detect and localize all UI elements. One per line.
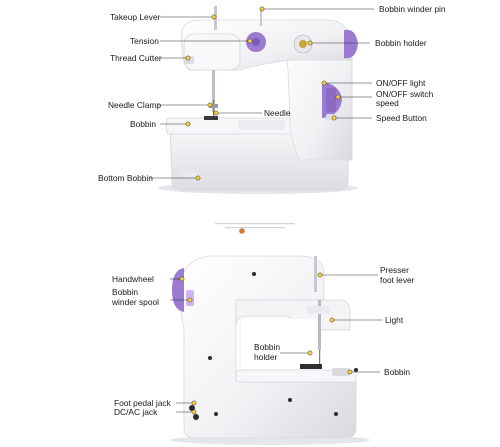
bottom-handwheel bbox=[172, 268, 184, 312]
top-machine-illustration bbox=[158, 6, 358, 194]
label-on-off-light: ON/OFF light bbox=[376, 78, 426, 88]
label-presser-foot-lever-2: foot lever bbox=[380, 275, 415, 285]
label-dc-ac-jack: DC/AC jack bbox=[114, 407, 158, 417]
top-right-callouts bbox=[259, 6, 374, 121]
label-bobbin: Bobbin bbox=[130, 119, 156, 129]
label-on-off-switch-1: ON/OFF switch bbox=[376, 89, 434, 99]
label-bobbin-holder: Bobbin holder bbox=[375, 38, 427, 48]
top-handwheel bbox=[344, 29, 358, 59]
label-presser-foot-lever-1: Presser bbox=[380, 265, 409, 275]
label-bobbin-holder-2: holder bbox=[254, 352, 277, 362]
label-bobbin-holder-1: Bobbin bbox=[254, 342, 280, 352]
needle-clamp bbox=[209, 104, 218, 108]
label-handwheel: Handwheel bbox=[112, 274, 154, 284]
bobbin-winder-pin bbox=[260, 8, 262, 26]
label-needle: Needle bbox=[264, 108, 291, 118]
label-tension: Tension bbox=[130, 36, 159, 46]
label-bobbin-bottom: Bobbin bbox=[384, 367, 410, 377]
label-bobbin-winder-spool-1: Bobbin bbox=[112, 287, 138, 297]
bottom-left-callouts bbox=[170, 276, 313, 415]
label-speed-button: Speed Button bbox=[376, 113, 427, 123]
needle bbox=[213, 100, 215, 118]
label-bottom-bobbin: Bottom Bobbin bbox=[98, 173, 153, 183]
label-bobbin-winder-spool-2: winder spool bbox=[111, 297, 159, 307]
label-light: Light bbox=[385, 315, 404, 325]
label-thread-cutter: Thread Cutter bbox=[110, 53, 162, 63]
separator-footnote bbox=[215, 223, 295, 234]
label-needle-clamp: Needle Clamp bbox=[108, 100, 161, 110]
presser-foot-lever bbox=[314, 256, 317, 292]
bottom-right-callouts bbox=[317, 272, 382, 375]
label-foot-pedal-jack: Foot pedal jack bbox=[114, 398, 172, 408]
label-on-off-switch-2: speed bbox=[376, 98, 399, 108]
light bbox=[306, 306, 330, 314]
top-left-callouts bbox=[150, 14, 262, 181]
label-bobbin-winder-pin: Bobbin winder pin bbox=[379, 4, 446, 14]
label-takeup-lever: Takeup Lever bbox=[110, 12, 160, 22]
